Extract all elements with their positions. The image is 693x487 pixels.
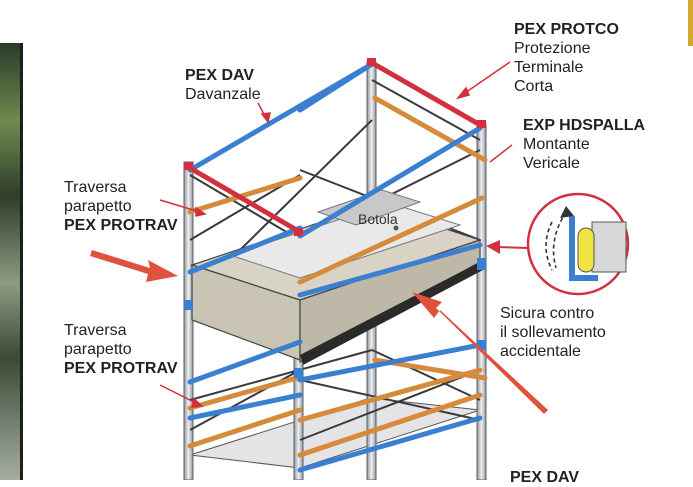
detail-callout — [486, 192, 630, 296]
orange-rails — [187, 95, 488, 458]
big-arrows — [90, 250, 548, 414]
accent-bar — [688, 0, 693, 46]
label-code: PEX DAV — [510, 469, 580, 486]
arrow-to-deck-left — [90, 250, 178, 282]
label-exp-hdspalla: EXP HDSPALLA Montante Vericale — [523, 116, 645, 173]
label-botola: Botola — [358, 211, 398, 227]
blue-rails — [187, 61, 483, 473]
background-photo-strip — [0, 43, 23, 480]
label-desc: Vericale — [523, 155, 580, 172]
label-code: PEX PROTCO — [514, 21, 619, 38]
label-desc: parapetto — [64, 341, 132, 358]
label-desc: il sollevamento — [500, 324, 606, 341]
red-protections — [187, 61, 485, 235]
label-sicura: Sicura contro il sollevamento accidental… — [500, 304, 606, 361]
label-desc: parapetto — [64, 198, 132, 215]
main-deck — [190, 189, 483, 365]
label-desc: Davanzale — [185, 86, 261, 103]
label-desc: Terminale — [514, 59, 584, 76]
label-desc: Traversa — [64, 322, 127, 339]
label-desc: Sicura contro — [500, 305, 595, 322]
label-traversa-mid: Traversa parapetto PEX PROTRAV — [64, 321, 178, 378]
leader-lines — [159, 61, 513, 408]
standard-back-right — [476, 123, 487, 480]
connectors — [184, 258, 486, 378]
label-desc: Traversa — [64, 179, 127, 196]
label-code: PEX PROTRAV — [64, 360, 178, 377]
label-pex-dav-top: PEX DAV Davanzale — [185, 66, 261, 104]
label-traversa-top: Traversa parapetto PEX PROTRAV — [64, 178, 178, 235]
label-desc: accidentale — [500, 343, 581, 360]
arrow-to-deck-right — [412, 292, 548, 414]
label-code: EXP HDSPALLA — [523, 117, 646, 134]
label-pex-protco: PEX PROTCO Protezione Terminale Corta — [514, 20, 619, 96]
label-code: PEX DAV — [185, 67, 255, 84]
label-pex-dav-bottom: PEX DAV — [510, 468, 579, 487]
label-code: PEX PROTRAV — [64, 217, 178, 234]
detail-clip-icon — [545, 206, 627, 281]
label-desc: Protezione — [514, 40, 591, 57]
label-desc: Montante — [523, 136, 590, 153]
label-desc: Corta — [514, 78, 554, 95]
